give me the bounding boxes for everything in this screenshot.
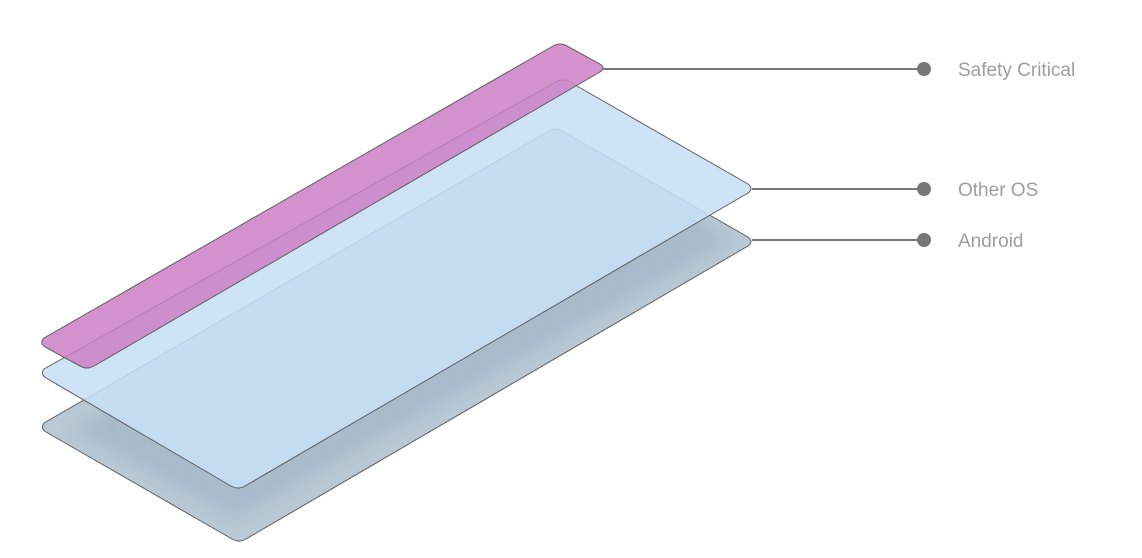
android-callout: Android xyxy=(752,231,1024,252)
other-os-callout: Other OS xyxy=(752,180,1038,201)
safety-critical-plane xyxy=(41,43,604,369)
safety-critical-label: Safety Critical xyxy=(958,60,1075,81)
safety-critical-callout: Safety Critical xyxy=(603,60,1075,81)
other-os-dot-icon xyxy=(917,182,931,196)
safety-critical-layer xyxy=(41,43,604,369)
android-label: Android xyxy=(958,231,1024,252)
safety-critical-dot-icon xyxy=(917,62,931,76)
other-os-label: Other OS xyxy=(958,180,1038,201)
android-dot-icon xyxy=(917,233,931,247)
